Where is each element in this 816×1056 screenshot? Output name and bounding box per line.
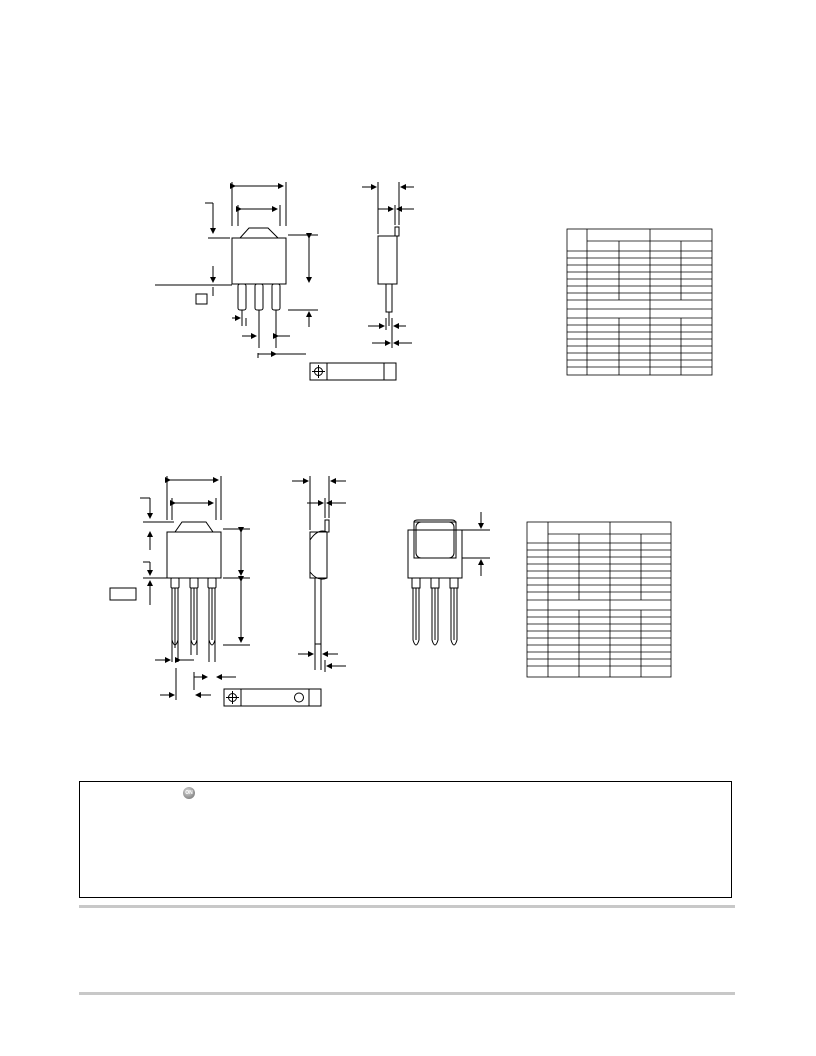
on-semiconductor-logo-icon: ON	[183, 787, 195, 799]
bottom-dimension-table	[526, 521, 672, 678]
bottom-side-view	[292, 476, 346, 672]
footer-rule-top	[79, 905, 735, 908]
logo-text: ON	[185, 790, 193, 796]
top-front-view	[155, 182, 397, 381]
top-dimension-table	[566, 228, 713, 376]
bottom-front-view	[109, 476, 322, 707]
bottom-rear-view	[407, 512, 490, 646]
footer-rule-bottom	[79, 992, 735, 995]
top-side-view	[362, 182, 414, 348]
legal-notice-box: ON	[79, 781, 732, 898]
